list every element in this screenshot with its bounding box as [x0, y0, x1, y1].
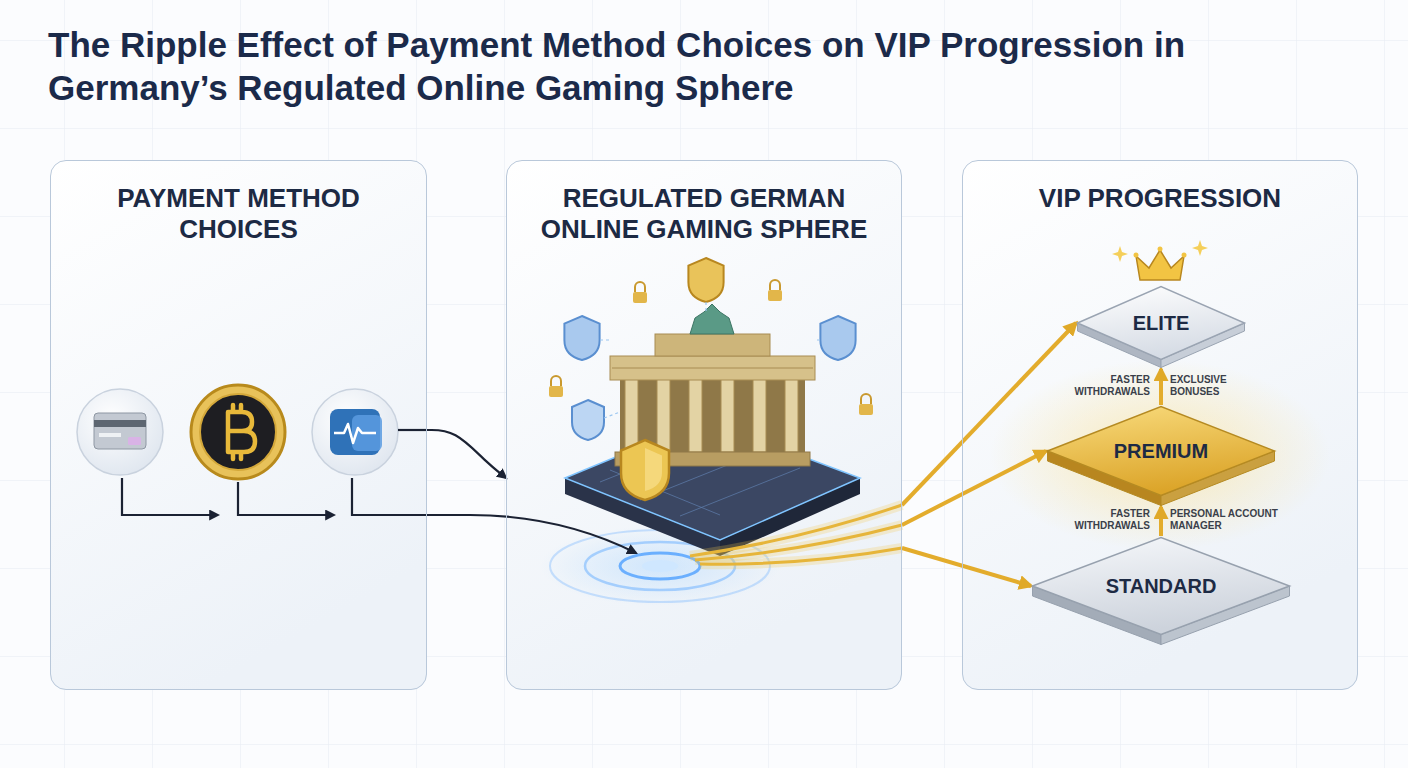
- entablature: [610, 356, 815, 380]
- shield: [820, 316, 855, 360]
- crown: [1112, 240, 1208, 280]
- connector: [427, 430, 506, 478]
- panel-fill: [506, 160, 902, 690]
- ripple-ring: [620, 553, 700, 579]
- padlock-shackle: [861, 394, 871, 404]
- diamond-face: [1078, 287, 1245, 360]
- sparkle: [1192, 240, 1208, 256]
- connector: [1159, 507, 1163, 536]
- ray: [700, 548, 902, 564]
- padlock: [859, 394, 873, 415]
- crown-tip: [1134, 253, 1139, 258]
- shield: [564, 316, 599, 360]
- panel-heading: REGULATED GERMAN ONLINE GAMING SPHERE: [507, 161, 901, 245]
- panel-heading: PAYMENT METHOD CHOICES: [51, 161, 426, 245]
- panel-fill: [962, 160, 1358, 690]
- tier-label: STANDARD: [1106, 574, 1217, 598]
- icon-disc: [312, 389, 398, 475]
- crown-body: [1136, 250, 1184, 280]
- panel: REGULATED GERMAN ONLINE GAMING SPHERE: [506, 160, 902, 690]
- flow-arrow: [238, 482, 334, 515]
- card-line: [99, 433, 121, 437]
- bitcoin-symbol: [228, 405, 255, 459]
- connector: [1159, 369, 1163, 405]
- tier-diamond: PREMIUM: [1046, 405, 1276, 507]
- card-icon: [77, 389, 163, 475]
- bitcoin-icon: [191, 385, 285, 479]
- column: [657, 378, 670, 452]
- column: [625, 378, 638, 452]
- padlock-body: [549, 386, 563, 397]
- padlock-shackle: [770, 280, 780, 290]
- benefit-label: EXCLUSIVE BONUSES: [1170, 374, 1257, 398]
- benefit-label: FASTER WITHDRAWALS: [1063, 374, 1150, 398]
- flow-arrow: [122, 478, 218, 515]
- tier-diamond: STANDARD: [1031, 536, 1291, 646]
- column: [721, 378, 734, 452]
- gold-rays: [690, 505, 902, 564]
- benefit-label: PERSONAL ACCOUNT MANAGER: [1170, 508, 1288, 532]
- column: [689, 378, 702, 452]
- shield: [688, 258, 723, 302]
- connector: [902, 323, 1076, 505]
- connector: [902, 451, 1046, 525]
- shield-shine: [645, 448, 662, 491]
- crown-tip: [1158, 247, 1163, 252]
- tier-diamond: ELITE: [1076, 285, 1246, 369]
- coin-rim: [191, 385, 285, 479]
- padlock-body: [633, 292, 647, 303]
- quadriga: [690, 304, 734, 334]
- column: [753, 378, 766, 452]
- tier-label: ELITE: [1133, 311, 1190, 335]
- card-hologram: [128, 437, 141, 445]
- flow-line: [398, 429, 427, 431]
- ripple-core: [642, 560, 678, 572]
- tier-label: PREMIUM: [1114, 439, 1208, 463]
- padlock-body: [859, 404, 873, 415]
- card: [94, 413, 146, 449]
- padlock: [633, 282, 647, 303]
- network-line: [600, 302, 820, 418]
- padlock-shackle: [635, 282, 645, 292]
- panel: VIP PROGRESSION ELITE PREMIUM STANDARD: [962, 160, 1358, 690]
- diagram-title: The Ripple Effect of Payment Method Choi…: [48, 24, 1368, 109]
- icon-disc: [77, 389, 163, 475]
- shield: [621, 440, 669, 500]
- pulse-line: [334, 424, 376, 443]
- diamond-face: [1033, 538, 1290, 635]
- flow-arrow: [352, 478, 636, 553]
- panel-fill: [50, 160, 427, 690]
- attic: [655, 334, 770, 356]
- connector: [902, 548, 1031, 586]
- card-stripe: [94, 420, 146, 427]
- coin-face: [200, 394, 276, 470]
- column: [785, 378, 798, 452]
- padlock-body: [768, 290, 782, 301]
- padlock: [768, 280, 782, 301]
- padlock-shackle: [551, 376, 561, 386]
- benefit-label: FASTER WITHDRAWALS: [1063, 508, 1150, 532]
- panel: PAYMENT METHOD CHOICES: [50, 160, 427, 690]
- ewallet-icon: [312, 389, 398, 475]
- padlock: [549, 376, 563, 397]
- sparkle: [1112, 246, 1128, 262]
- shield: [572, 400, 604, 440]
- frieze-line: [612, 368, 813, 369]
- diamond-face: [1048, 407, 1275, 496]
- panel-heading: VIP PROGRESSION: [963, 161, 1357, 214]
- crown-tip: [1182, 253, 1187, 258]
- ray: [695, 525, 902, 560]
